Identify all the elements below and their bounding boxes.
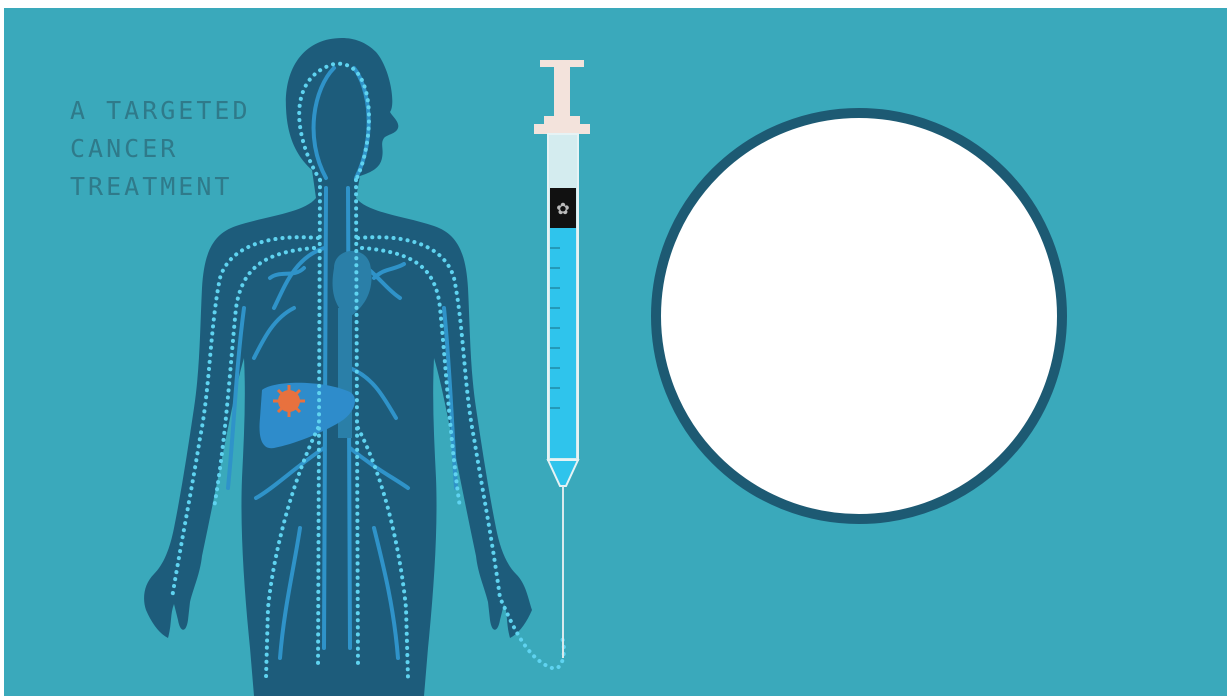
syringe-icon: ✿ [534, 60, 590, 658]
scene-svg: ✿ [4, 8, 1227, 696]
illustration-frame: A TARGETED CANCER TREATMENT [4, 8, 1227, 696]
empty-circle-icon [656, 113, 1062, 519]
svg-text:✿: ✿ [556, 199, 569, 218]
